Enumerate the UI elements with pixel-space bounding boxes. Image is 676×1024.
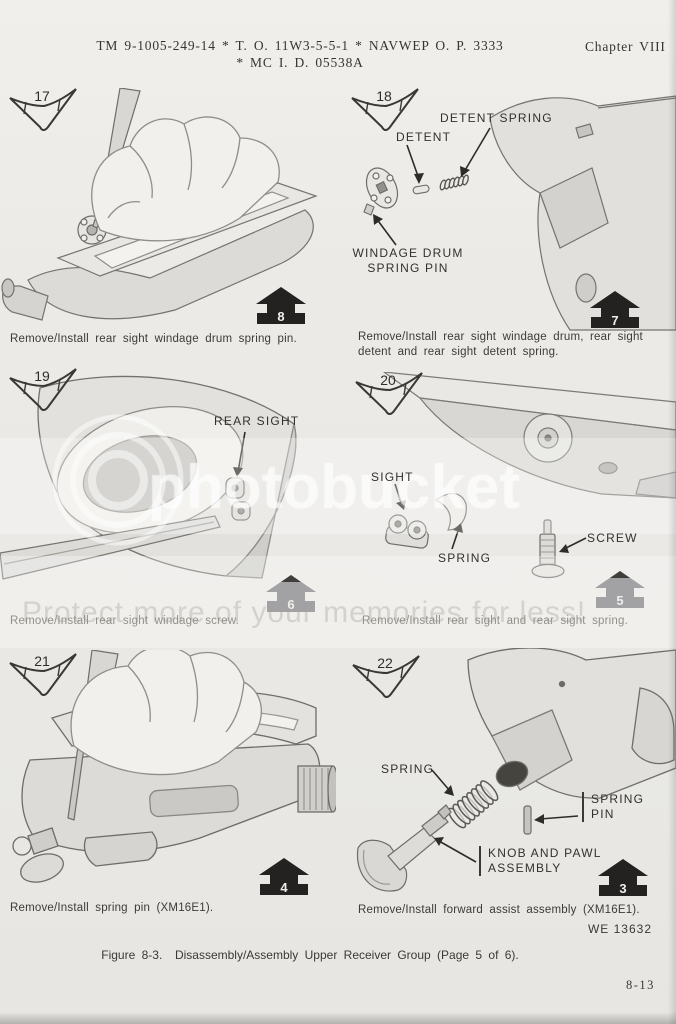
header-title-line1: TM 9-1005-249-14 * T. O. 11W3-5-5-1 * NA… [96, 38, 504, 53]
plate-number: WE 13632 [587, 922, 652, 936]
label-knob-and-pawl-assembly: KNOB AND PAWL ASSEMBLY [479, 846, 628, 876]
up-arrow-icon [259, 858, 309, 895]
illustration-step18-windage-drum-parts [363, 95, 676, 331]
caption-step22: Remove/Install forward assist assembly (… [358, 904, 640, 916]
caption-step18: Remove/Install rear sight windage drum, … [358, 331, 643, 358]
screw-part-drawing [531, 519, 565, 579]
up-arrow-icon [256, 287, 306, 324]
spring-pin-part-drawing [523, 805, 532, 835]
caption-step21: Remove/Install spring pin (XM16E1). [10, 902, 214, 914]
up-arrow-icon [590, 291, 640, 328]
sequence-arrow-7: 7 [588, 291, 642, 329]
sight-part-drawing [385, 514, 429, 549]
leader-arrows [431, 769, 579, 863]
page-number: 8-13 [626, 978, 655, 992]
sequence-arrow-8: 8 [254, 287, 308, 325]
drum-spring-pin-part-drawing [363, 203, 375, 216]
up-arrow-icon [595, 571, 645, 608]
leader-arrows [233, 431, 246, 477]
sequence-arrow-3: 3 [596, 859, 650, 897]
label-windage-drum-spring-pin: WINDAGE DRUM SPRING PIN [352, 246, 464, 275]
windage-drum-part-drawing [365, 167, 399, 209]
label-detent-spring: DETENT SPRING [440, 111, 553, 125]
step-number: 21 [34, 653, 50, 669]
step-badge-17: 17 [8, 86, 78, 134]
illustration-step22-forward-assist [356, 648, 676, 892]
step-number: 22 [377, 655, 393, 671]
step-badge-18: 18 [350, 86, 420, 134]
step-number: 19 [34, 368, 50, 384]
label-sight-spring: SPRING [438, 551, 492, 565]
rear-sight-drawing [225, 477, 251, 521]
sequence-arrow-6: 6 [264, 575, 318, 613]
label-spring: SPRING [381, 762, 435, 776]
caption-step17: Remove/Install rear sight windage drum s… [10, 333, 297, 345]
hand-drawing [91, 116, 280, 242]
step-badge-19: 19 [8, 366, 78, 414]
sight-spring-part-drawing [434, 493, 467, 531]
down-arrow-badge-icon [355, 372, 423, 415]
chapter-label: Chapter VIII [585, 39, 666, 54]
receiver-front-drawing [467, 648, 676, 799]
leader-arrows [373, 127, 491, 246]
header-title-line2: * MC I. D. 05538A [236, 55, 364, 70]
step-badge-22: 22 [351, 653, 421, 701]
label-sight: SIGHT [371, 470, 414, 484]
handle-underside-drawing [382, 372, 676, 499]
sequence-number: 6 [287, 597, 295, 612]
figure-caption: Figure 8-3. Disassembly/Assembly Upper R… [101, 948, 519, 962]
sequence-number: 5 [616, 593, 624, 608]
down-arrow-badge-icon [9, 653, 77, 696]
step-number: 17 [34, 88, 50, 104]
receiver-front-drawing [489, 95, 676, 331]
scan-edge-right [668, 0, 676, 1024]
watermark-logo-rings [52, 414, 184, 546]
hand-drawing [70, 650, 262, 776]
scan-edge-bottom [0, 1012, 676, 1024]
step-number: 18 [376, 88, 392, 104]
sequence-arrow-5: 5 [593, 571, 647, 609]
detent-spring-part-drawing [439, 174, 469, 191]
illustration-step21-spring-pin [12, 650, 336, 883]
illustration-step20-rear-sight-parts [382, 372, 676, 579]
step-badge-20: 20 [354, 370, 424, 418]
down-arrow-badge-icon [351, 88, 419, 131]
leader-arrows [394, 483, 587, 553]
label-screw: SCREW [587, 531, 638, 545]
sequence-number: 8 [277, 309, 285, 324]
illustration-step17-drive-spring-pin [1, 88, 318, 321]
step-number: 20 [380, 372, 396, 388]
knob-and-pawl-drawing [356, 804, 452, 892]
up-arrow-icon [598, 859, 648, 896]
label-rear-sight: REAR SIGHT [214, 414, 300, 428]
step-badge-21: 21 [8, 651, 78, 699]
label-detent: DETENT [396, 130, 452, 144]
sequence-number: 4 [280, 880, 288, 895]
spring-part-drawing [447, 780, 499, 829]
down-arrow-badge-icon [9, 88, 77, 131]
sequence-number: 3 [619, 881, 627, 896]
illustration-step19-windage-screw [0, 375, 297, 580]
up-arrow-icon [266, 575, 316, 612]
caption-step19: Remove/Install rear sight windage screw. [10, 615, 240, 627]
detent-part-drawing [412, 184, 430, 195]
caption-step20: Remove/Install rear sight and rear sight… [362, 615, 629, 627]
down-arrow-badge-icon [352, 655, 420, 698]
label-spring-pin: SPRING PIN [582, 792, 655, 822]
sequence-arrow-4: 4 [257, 858, 311, 896]
sequence-number: 7 [611, 313, 619, 328]
down-arrow-badge-icon [9, 368, 77, 411]
